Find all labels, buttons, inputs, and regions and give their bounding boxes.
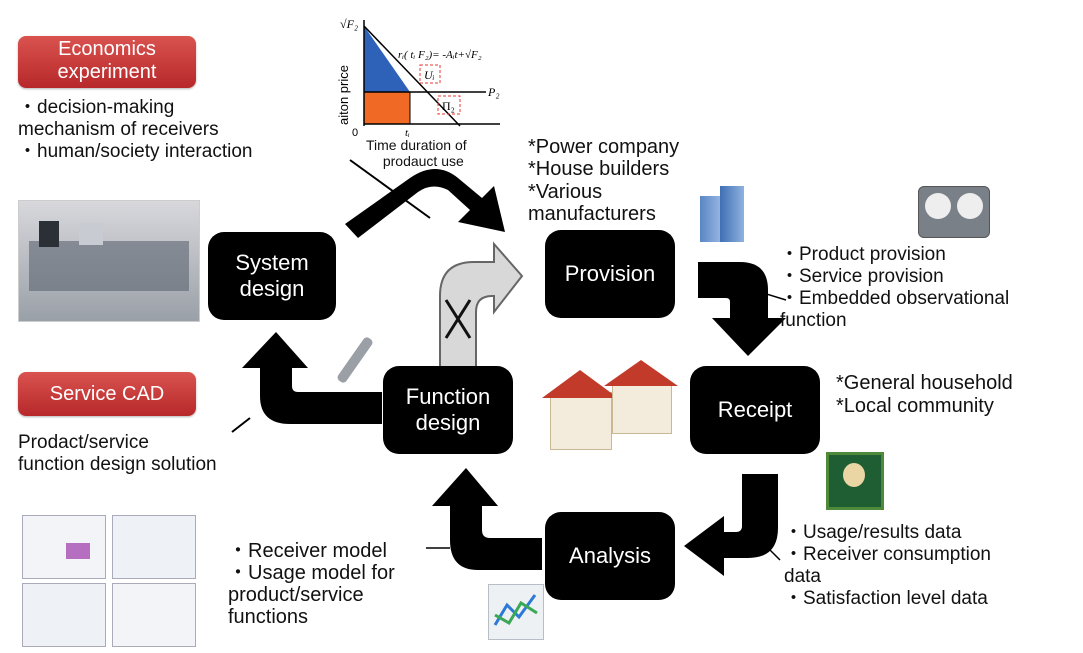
chart-sqrtF2: √F₂ xyxy=(340,17,358,31)
houses-icon xyxy=(542,356,682,456)
providers-list: *Power company *House builders *Various … xyxy=(528,136,679,226)
economics-experiment-label: Economics experiment xyxy=(18,36,196,88)
building-icon xyxy=(700,186,744,242)
economics-note-1: ・decision-making xyxy=(18,97,175,118)
leader-economics xyxy=(349,159,431,219)
provision-item-1: ・Product provision xyxy=(780,244,946,265)
receipt-text: Receipt xyxy=(717,396,793,422)
leader-data-items xyxy=(759,539,781,561)
receivers-list: *General household *Local community xyxy=(836,372,1013,418)
arrow-analysis-to-function xyxy=(432,468,542,570)
analysis-node: Analysis xyxy=(545,512,675,600)
provider-2: *House builders xyxy=(528,158,670,181)
gauge-meter-icon xyxy=(918,186,990,238)
chart-U-label: Uᵢ xyxy=(424,68,435,82)
chart-formula: rᵢ( tᵢ F₂)= -Aᵢt+√F₂ xyxy=(398,49,482,61)
economics-note-2: mechanism of receivers xyxy=(18,118,219,140)
chart-origin: 0 xyxy=(352,127,358,139)
model-item-4: functions xyxy=(228,606,309,628)
leader-cad xyxy=(231,417,251,433)
chart-P2-label: P₂ xyxy=(487,85,500,99)
chart-U-box xyxy=(419,64,441,84)
model-item-1: ・Receiver model xyxy=(228,540,387,562)
provision-item-4: function xyxy=(780,309,847,331)
cross-mark xyxy=(444,299,472,339)
function-design-node: Function design xyxy=(383,366,513,454)
wrench-icon xyxy=(334,334,375,386)
chart-Pi-label: Π₂ xyxy=(442,99,455,113)
arrow-receipt-to-analysis xyxy=(684,474,778,576)
provision-node: Provision xyxy=(545,230,675,318)
chart-ti-label: tᵢ xyxy=(405,127,410,139)
service-cad-label: Service CAD xyxy=(18,372,196,416)
receiver-2: *Local community xyxy=(836,395,994,417)
experiment-room-photo xyxy=(18,200,200,322)
provider-3: *Various xyxy=(528,180,603,203)
economics-notes: ・decision-making mechanism of receivers … xyxy=(18,97,252,163)
economics-note-3: ・human/society interaction xyxy=(18,140,253,162)
chart-demand-line xyxy=(363,25,461,127)
data-item-4: ・Satisfaction level data xyxy=(784,587,988,609)
receiver-1: *General household xyxy=(836,372,1013,394)
arrow-function-to-provision-crossed xyxy=(439,241,524,379)
provider-1: *Power company xyxy=(528,136,680,158)
provision-item-2: ・Service provision xyxy=(780,265,944,287)
chart-xlabel-1: Time duration of xyxy=(366,137,467,153)
system-design-node: System design xyxy=(208,232,336,320)
leader-provision-items xyxy=(759,291,787,301)
data-item-3: data xyxy=(784,565,821,587)
receipt-node: Receipt xyxy=(690,366,820,454)
arrow-system-to-provision xyxy=(345,169,505,238)
chart-xlabel-2: prodauct use xyxy=(382,153,464,170)
cad-note-1: Prodact/service xyxy=(18,432,149,453)
economics-label-line2: experiment xyxy=(57,61,157,83)
portrait-icon xyxy=(826,452,884,510)
provider-4: manufacturers xyxy=(528,203,656,226)
data-item-2: ・Receiver consumption xyxy=(784,543,991,565)
provision-items: ・Product provision ・Service provision ・E… xyxy=(780,244,1009,331)
function-design-line1: Function xyxy=(405,383,491,409)
chart-Pi-box xyxy=(437,95,461,115)
cad-note-2: function design solution xyxy=(18,453,217,475)
provision-text: Provision xyxy=(564,260,656,286)
service-cad-text: Service CAD xyxy=(49,383,165,405)
cad-screenshots xyxy=(22,515,196,647)
function-design-line2: design xyxy=(415,410,481,435)
arrow-function-to-system xyxy=(242,332,382,424)
chart-xlabel: Time duration of prodauct use xyxy=(366,137,467,169)
model-items: ・Receiver model ・Usage model for product… xyxy=(228,540,395,628)
chart-ylabel: aiton price xyxy=(336,65,351,125)
analysis-text: Analysis xyxy=(569,542,651,568)
data-items: ・Usage/results data ・Receiver consumptio… xyxy=(784,522,991,609)
arrow-provision-to-receipt xyxy=(698,262,786,356)
economics-label-line1: Economics xyxy=(58,38,156,60)
cad-note: Prodact/service function design solution xyxy=(18,432,217,476)
system-design-line2: design xyxy=(239,276,305,301)
provision-item-3: ・Embedded observational xyxy=(780,287,1010,309)
model-item-2: ・Usage model for xyxy=(228,562,395,584)
data-item-1: ・Usage/results data xyxy=(784,522,962,543)
line-chart-icon xyxy=(488,584,544,640)
chart-orange-area xyxy=(364,92,410,124)
system-design-line1: System xyxy=(235,249,309,275)
model-item-3: product/service xyxy=(228,584,364,606)
chart-blue-area xyxy=(364,26,410,92)
